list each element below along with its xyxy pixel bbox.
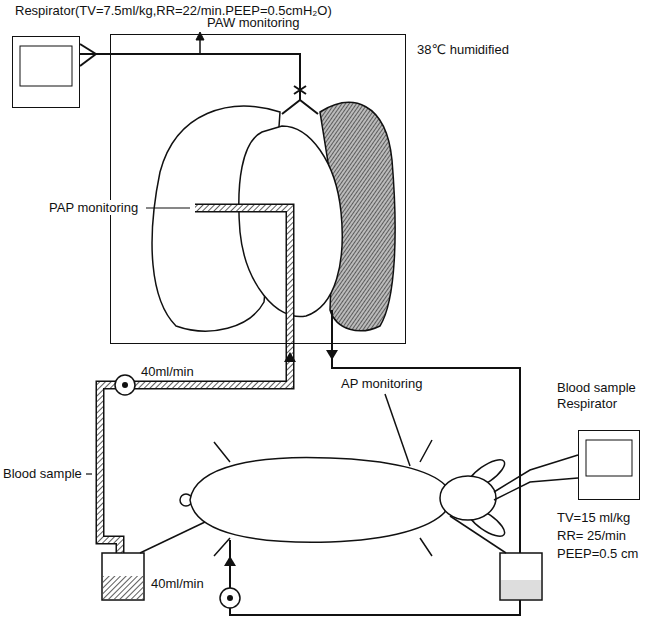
humidified-chamber: 38℃ humidified — [110, 34, 406, 344]
port-label: AP monitoring — [340, 376, 423, 391]
catheter — [450, 516, 506, 553]
flow-arrow — [224, 556, 236, 566]
body — [190, 457, 445, 542]
port-label: PAW monitoring — [206, 15, 300, 30]
reservoir — [500, 553, 542, 600]
rabbit — [180, 440, 509, 556]
sample-label: Blood sample — [2, 466, 83, 481]
flow-rate: 40ml/min — [140, 364, 195, 379]
pump — [220, 588, 240, 608]
reservoir — [102, 553, 144, 600]
ap-line — [385, 394, 410, 466]
bronchi — [282, 100, 318, 114]
y-piece — [80, 44, 96, 54]
node-label: TV=15 ml/kg RR= 25/min PEEP=0.5 cm — [557, 509, 649, 563]
paw-port — [196, 32, 204, 54]
node-label: 38℃ humidified — [417, 41, 509, 59]
flow-arrow — [284, 352, 296, 362]
clamp — [294, 86, 306, 94]
leader-line — [146, 207, 190, 208]
respirator-panel — [586, 440, 632, 476]
blood-level — [501, 580, 541, 599]
head — [440, 476, 496, 520]
respirator-panel — [20, 46, 72, 86]
arterial-line — [230, 540, 520, 615]
airway-tube — [80, 44, 318, 114]
leader-line — [86, 473, 92, 474]
vent-tube — [494, 478, 578, 500]
pump — [115, 375, 135, 395]
flow-rate: 40ml/min — [150, 576, 205, 591]
pump-hub — [122, 382, 128, 388]
sample-label: Blood sample — [556, 380, 637, 395]
blood-level — [103, 576, 143, 599]
respirator-box: TV=15 ml/kg RR= 25/min PEEP=0.5 cm — [578, 430, 640, 500]
catheters — [140, 394, 578, 615]
respirator-box: Respirator(TV=7.5ml/kg,RR=22/min,PEEP=0.… — [12, 36, 80, 108]
catheter — [140, 522, 205, 553]
flow-arrow — [326, 350, 338, 360]
y-piece — [80, 54, 96, 66]
vent-tube — [494, 455, 578, 492]
trachea-tube — [110, 54, 300, 100]
airway-tube — [80, 53, 110, 55]
device-label: Respirator — [556, 396, 618, 411]
pump-hub — [227, 595, 233, 601]
port-label: PAP monitoring — [48, 200, 139, 215]
